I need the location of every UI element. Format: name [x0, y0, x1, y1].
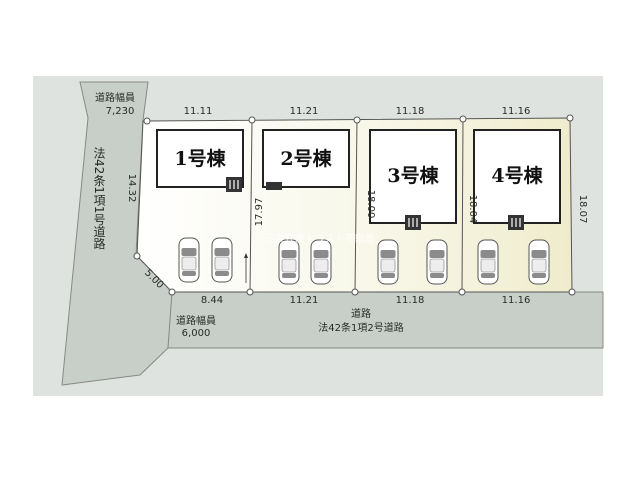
lot-divider-2-3 — [354, 119, 358, 293]
house-3 — [369, 129, 457, 224]
dim-top-lot-3: 11.18 — [396, 106, 425, 117]
house-1-label: 1号棟 — [174, 147, 226, 170]
dim-top-lot-1: 11.11 — [184, 106, 213, 117]
dim-east-side: 18.07 — [577, 195, 588, 224]
dim-bottom-lot-4: 11.16 — [502, 295, 531, 306]
west-road-width-label: 道路幅員 — [95, 91, 135, 104]
house-4-label: 4号棟 — [491, 164, 543, 187]
dim-side-lot-4: 18.04 — [467, 195, 478, 224]
house-3-label: 3号棟 — [387, 164, 439, 187]
lot-divider-3-4 — [461, 118, 464, 293]
dim-bottom-lot-3: 11.18 — [396, 295, 425, 306]
south-road-name: 道路 — [351, 307, 371, 320]
west-road-width-value: 7,230 — [106, 106, 135, 117]
house-2-label: 2号棟 — [280, 147, 332, 170]
dim-side-lot-3: 18.00 — [365, 190, 376, 219]
boundary-markers — [133, 114, 576, 296]
dim-top-lot-2: 11.21 — [290, 106, 319, 117]
dim-side-lot-2: 17.97 — [254, 198, 265, 227]
watermark: 三井住友トラスト不動産 — [265, 232, 375, 245]
lot-divider-1-2 — [249, 119, 253, 293]
house-2 — [262, 129, 350, 188]
house-4 — [473, 129, 561, 224]
dim-top-lot-4: 11.16 — [502, 106, 531, 117]
south-road-width-value: 6,000 — [182, 328, 211, 339]
dim-bottom-lot-1: 8.44 — [201, 295, 223, 306]
south-road-type: 法42条1項2号道路 — [318, 321, 403, 334]
south-road-width-label: 道路幅員 — [176, 314, 216, 327]
dim-west-side: 14.32 — [126, 174, 137, 203]
west-road-type: 法42条1項1号道路 — [92, 147, 106, 251]
south-road — [167, 291, 604, 349]
dim-bottom-lot-2: 11.21 — [290, 295, 319, 306]
